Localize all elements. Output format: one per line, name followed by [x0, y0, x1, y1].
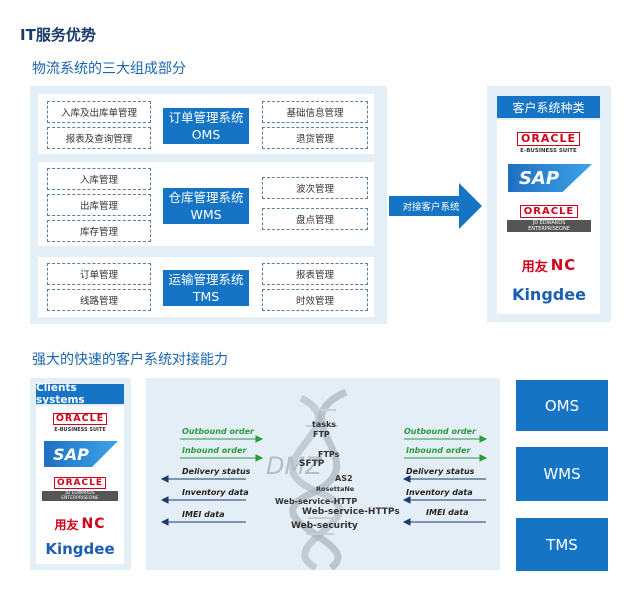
- section1-subtitle: 物流系统的三大组成部分: [32, 61, 186, 77]
- flow-label: Delivery status: [182, 467, 251, 476]
- protocol-label: AS2: [335, 474, 353, 483]
- flow-label: Inbound order: [182, 446, 247, 455]
- module-box: 库存管理: [47, 220, 151, 242]
- wms-system-box: 仓库管理系统 WMS: [163, 188, 249, 224]
- arrow-label: 对接客户系统: [402, 202, 460, 213]
- system-name: 订单管理系统: [168, 110, 244, 125]
- kingdee-logo: Kingdee: [45, 540, 115, 558]
- flow-label: Inventory data: [406, 488, 473, 497]
- flow-label: Outbound order: [182, 427, 254, 436]
- oracle-jde-logo: ORACLE JD EDWARDS ENTERPRISEONE: [505, 198, 593, 238]
- flow-label: Delivery status: [406, 467, 475, 476]
- oracle-ebs-logo: ORACLE E-BUSINESS SUITE: [500, 126, 597, 160]
- module-box: 盘点管理: [262, 208, 368, 230]
- yonyou-nc-logo: 用友 NC: [54, 516, 106, 532]
- oracle-ebs-logo: ORACLE E-BUSINESS SUITE: [52, 413, 108, 433]
- protocol-label: Web-service-HTTPs: [302, 507, 400, 517]
- system-code: OMS: [191, 127, 221, 142]
- module-box: 报表及查询管理: [47, 127, 151, 149]
- kingdee-logo: Kingdee: [512, 284, 586, 304]
- module-box: 波次管理: [262, 177, 368, 199]
- protocol-label: tasks: [312, 420, 337, 429]
- oracle-jde-logo: ORACLE JD EDWARDS ENTERPRISEONE: [40, 472, 120, 506]
- page-title: IT服务优势: [20, 26, 96, 44]
- dmz-label: DMZ: [266, 452, 322, 480]
- module-box: 报表管理: [262, 263, 368, 285]
- dmz-helix-diagram: [160, 388, 488, 570]
- system-code: TMS: [192, 289, 220, 304]
- protocol-label: Web-service-HTTP: [275, 497, 358, 506]
- protocol-label: RosettaNe: [316, 485, 355, 493]
- module-box: 出库管理: [47, 194, 151, 216]
- protocol-label: FTP: [313, 430, 330, 439]
- client-systems-header: 客户系统种类: [497, 96, 600, 118]
- flow-label: Outbound order: [404, 427, 476, 436]
- client-logo-list: [36, 406, 124, 564]
- tms-block: TMS: [516, 518, 608, 571]
- oms-system-box: 订单管理系统 OMS: [163, 108, 249, 144]
- flow-label: IMEI data: [426, 508, 469, 517]
- flow-label: IMEI data: [182, 510, 225, 519]
- oms-block: OMS: [516, 380, 608, 431]
- tms-system-box: 运输管理系统 TMS: [163, 270, 249, 306]
- wms-block: WMS: [516, 447, 608, 501]
- section2-subtitle: 强大的快速的客户系统对接能力: [32, 352, 228, 368]
- module-box: 线路管理: [47, 289, 151, 311]
- system-code: WMS: [190, 207, 222, 222]
- protocol-label: Web-security: [291, 521, 358, 531]
- clients-systems-header: Clients systems: [36, 382, 124, 406]
- yonyou-nc-logo: 用友 NC: [521, 256, 577, 275]
- system-name: 运输管理系统: [168, 272, 244, 287]
- module-box: 基础信息管理: [262, 101, 368, 123]
- protocol-label: SFTP: [299, 459, 325, 469]
- connect-arrow-icon: [389, 183, 482, 229]
- module-box: 入库及出库单管理: [47, 101, 151, 123]
- flow-label: Inbound order: [406, 446, 471, 455]
- protocol-label: FTPs: [318, 450, 340, 459]
- system-name: 仓库管理系统: [168, 190, 244, 205]
- module-box: 时效管理: [262, 289, 368, 311]
- module-box: 订单管理: [47, 263, 151, 285]
- module-box: 入库管理: [47, 168, 151, 190]
- module-box: 退货管理: [262, 127, 368, 149]
- flow-label: Inventory data: [182, 488, 249, 497]
